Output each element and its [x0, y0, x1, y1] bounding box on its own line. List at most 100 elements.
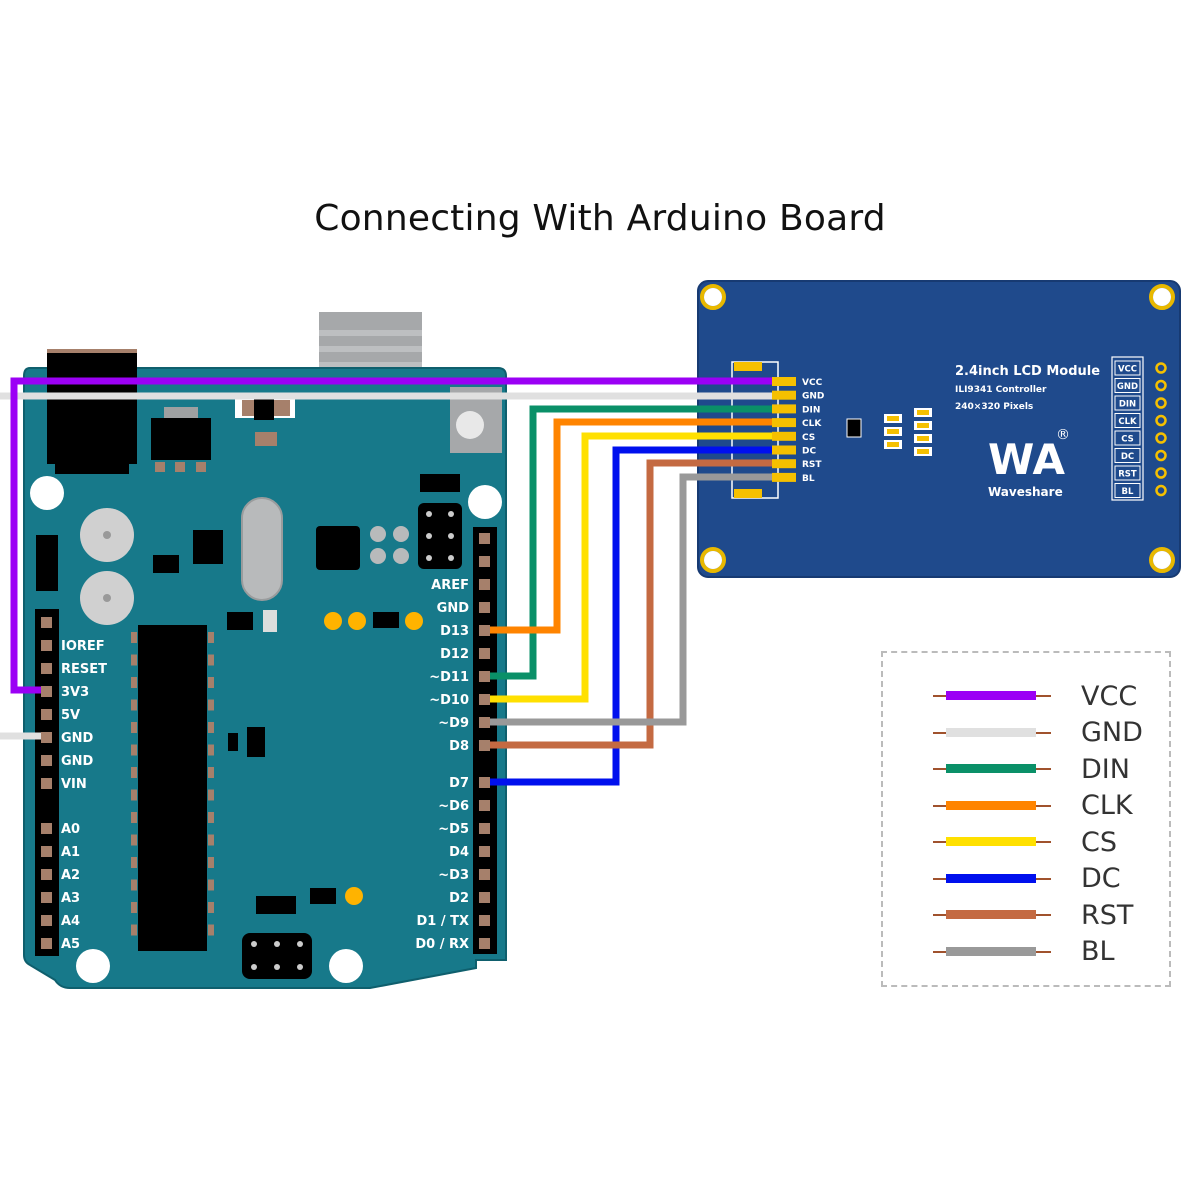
legend-wire-swatch [933, 864, 1051, 894]
header-pin-label: CS [1121, 435, 1134, 445]
header-pin-hole [1155, 467, 1167, 479]
header-pin-label: DC [1121, 452, 1134, 462]
header-pin [41, 709, 52, 720]
lcd-pcb [697, 280, 1181, 578]
header-pin-hole [1155, 432, 1167, 444]
legend-item-vcc: VCC [933, 680, 1138, 712]
legend-label: VCC [1081, 680, 1138, 712]
legend-label: DC [1081, 863, 1121, 894]
header-pin [479, 625, 490, 636]
led [345, 887, 363, 905]
pin-label: D8 [449, 739, 469, 754]
header-pin [41, 640, 52, 651]
header-pin-label: CLK [1118, 417, 1137, 427]
header-pin [41, 732, 52, 743]
mounting-hole [329, 949, 363, 983]
header-pin [41, 823, 52, 834]
fpc-pad [772, 390, 796, 400]
legend-item-clk: CLK [933, 790, 1133, 821]
header-label-frame [1111, 356, 1144, 501]
pin-label: ~D9 [438, 716, 469, 731]
pin-label: A0 [61, 822, 80, 837]
pin-label: 3V3 [61, 685, 89, 700]
pin-label: ~D11 [429, 670, 469, 685]
wire-bl [490, 473, 772, 726]
header-pin-label: BL [1122, 487, 1134, 497]
pin-label: ~D6 [438, 799, 469, 814]
header-pin-label: DIN [1119, 400, 1136, 410]
legend-wire-swatch [933, 937, 1051, 967]
voltage-regulator [151, 418, 211, 460]
fpc-pad [772, 459, 796, 469]
fpc-pad [772, 404, 796, 414]
header-pin [479, 823, 490, 834]
legend-wire-swatch [933, 718, 1051, 748]
icsp-header-2 [242, 933, 312, 979]
legend-item-din: DIN [933, 753, 1130, 785]
header-pin [479, 579, 490, 590]
led [405, 612, 423, 630]
header-pin [479, 717, 490, 728]
header-pin [41, 686, 52, 697]
header-pin [479, 915, 490, 926]
header-pin [479, 869, 490, 880]
fpc-pin-label: GND [802, 392, 824, 402]
header-pin [479, 740, 490, 751]
led [324, 612, 342, 630]
header-pin [479, 648, 490, 659]
header-pin [479, 671, 490, 682]
svg-text:®: ® [1056, 427, 1070, 443]
pin-label: AREF [431, 578, 469, 593]
fpc-pin-label: DIN [802, 405, 820, 415]
svg-text:Waveshare: Waveshare [988, 485, 1063, 499]
header-pin-label: VCC [1118, 365, 1137, 375]
pin-label: D7 [449, 776, 469, 791]
mounting-hole [1149, 284, 1175, 310]
legend-label: DIN [1081, 753, 1130, 785]
transistor [846, 418, 862, 438]
wire-rst [490, 459, 772, 749]
pin-label: ~D5 [438, 822, 469, 837]
header-pin [479, 602, 490, 613]
svg-text:WA: WA [988, 435, 1065, 484]
pin-label: A4 [61, 914, 80, 929]
pin-label: VIN [61, 777, 87, 792]
pin-label: ~D3 [438, 868, 469, 883]
legend-item-rst: RST [933, 900, 1133, 931]
pin-label: RESET [61, 662, 107, 677]
legend-item-gnd: GND [933, 717, 1143, 748]
crystal-oscillator [241, 497, 283, 601]
mounting-hole [468, 485, 502, 519]
header-pin [41, 915, 52, 926]
legend-wire-swatch [933, 754, 1051, 784]
header-pin-label: GND [1117, 382, 1138, 392]
pin-label: D12 [440, 647, 469, 662]
header-pin [479, 694, 490, 705]
fpc-pin-label: BL [802, 474, 815, 484]
pin-label: A1 [61, 845, 80, 860]
header-pin [41, 892, 52, 903]
header-pin-hole [1155, 414, 1167, 427]
fpc-pin-label: CLK [802, 419, 822, 429]
header-pin [41, 869, 52, 880]
wire-cs [490, 432, 772, 703]
icsp-header [418, 503, 462, 569]
header-pin [41, 755, 52, 766]
pin-label: 5V [61, 708, 80, 723]
waveshare-logo: WA ® Waveshare [988, 427, 1070, 499]
atmega-chip [138, 625, 207, 951]
pin-label: GND [61, 731, 94, 746]
header-pin-hole [1155, 449, 1167, 462]
fpc-pin-label: CS [802, 433, 815, 443]
pin-label: IOREF [61, 639, 105, 654]
lcd-controller: ILI9341 Controller [955, 385, 1047, 395]
pin-label: D2 [449, 891, 469, 906]
header-pin [41, 846, 52, 857]
fpc-pad [772, 445, 796, 455]
legend-item-bl: BL [933, 936, 1115, 967]
header-pin [41, 938, 52, 949]
mounting-hole [700, 284, 726, 310]
